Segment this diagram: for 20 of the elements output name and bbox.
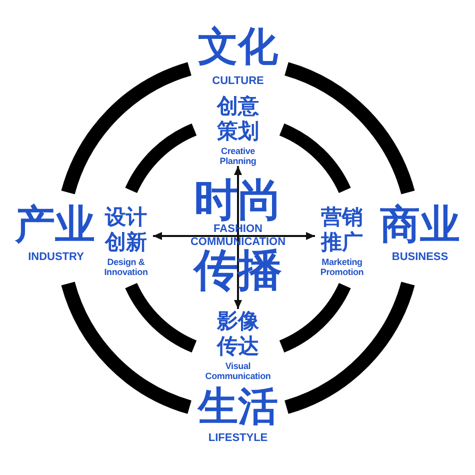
arrow [234,293,242,309]
arrow [289,232,315,240]
arrow [153,232,187,240]
ring-label: 产业 [15,205,95,245]
arrow [234,166,242,179]
ring-caption: CULTURE [212,75,264,88]
category-title: 设计创新 [104,205,148,255]
category-subtitle: Visual Communication [204,361,272,381]
category-title: 影像传达 [216,309,260,359]
category-subtitle: Design & Innovation [103,257,149,277]
category-title: 创意策划 [216,94,260,144]
category-subtitle: Marketing Promotion [319,257,365,277]
ring-caption: BUSINESS [392,251,448,264]
ring-caption: INDUSTRY [28,251,84,264]
category-subtitle: Creative Planning [218,146,258,166]
ring-label: 生活 [198,387,278,427]
ring-label: 商业 [380,205,460,245]
category-title: 营销推广 [320,205,364,255]
ring-caption: LIFESTYLE [208,432,268,445]
ring-label: 文化 [198,27,278,67]
